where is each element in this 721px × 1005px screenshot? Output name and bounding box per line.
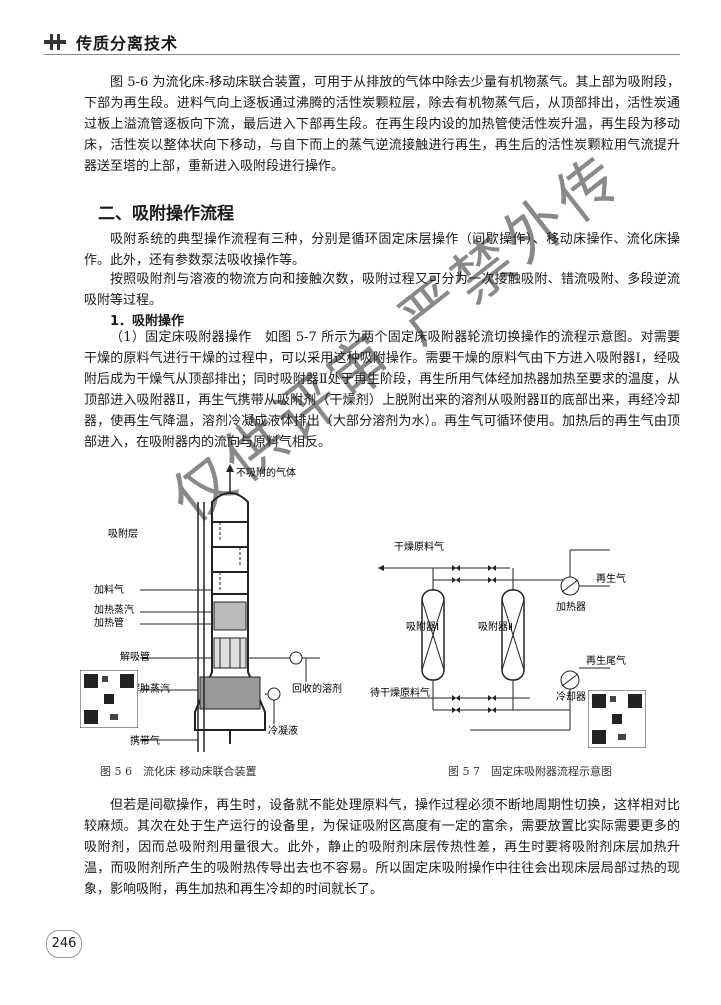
label-desorb-tube: 解吸管 (120, 650, 150, 663)
section-heading: 二、吸附操作流程 (98, 204, 234, 224)
label-desorb-steam: 解肿蒸汽 (130, 682, 170, 695)
figure-5-7-caption: 图 5 7 固定床吸附器流程示意图 (448, 765, 612, 778)
label-regen-gas: 再生气 (596, 572, 626, 585)
paragraph-contact-types: 按照吸附剂与溶液的物流方向和接触次数，吸附过程又可分为一次接触吸附、错流吸附、多… (84, 272, 680, 308)
figure-5-6-diagram: 不吸附的气体 吸附层 加料气 加热蒸汽 加热管 解吸管 解肿蒸汽 回收的溶剂 冷… (94, 464, 342, 752)
paragraph-fig56-desc: 图 5-6 为流化床-移动床联合装置，可用于从排放的气体中除去少量有机物蒸气。其… (84, 75, 680, 174)
running-header: 传质分离技术 (44, 30, 178, 54)
header-rule (44, 54, 680, 55)
label-top-outlet: 不吸附的气体 (236, 466, 296, 479)
label-feed-gas: 加料气 (94, 583, 124, 596)
label-condensate: 冷凝液 (268, 724, 298, 737)
header-logo-icon (44, 34, 66, 50)
label-heating-steam: 加热蒸汽 (94, 603, 134, 616)
label-regen-tail: 再生尾气 (586, 654, 626, 667)
label-adsorber-2: 吸附器Ⅱ (478, 620, 513, 633)
label-cooler: 冷却器 (556, 690, 586, 703)
label-dry-feed: 干燥原料气 (394, 540, 444, 553)
label-heating-tube: 加热管 (94, 616, 124, 629)
figure-5-6-caption: 图 5 6 流化床 移动床联合装置 (100, 765, 257, 778)
label-heater: 加热器 (556, 600, 586, 613)
paragraph-drawbacks: 但若是间歇操作，再生时，设备就不能处理原料气，操作过程必须不断地周期性切换，这样… (84, 798, 680, 897)
label-adsorber-1: 吸附器Ⅰ (406, 620, 439, 633)
figure-5-7-diagram: 干燥原料气 再生气 加热器 吸附器Ⅰ 吸附器Ⅱ 待干燥原料气 再生尾气 冷却器 (370, 540, 626, 731)
qr-code-right-icon (588, 690, 646, 748)
subsection-heading: 1．吸附操作 (110, 314, 185, 329)
label-carrier-gas: 携带气 (130, 734, 160, 747)
book-title: 传质分离技术 (76, 34, 179, 53)
label-wet-feed: 待干燥原料气 (370, 686, 430, 699)
label-adsorb-layer: 吸附层 (108, 527, 138, 540)
paragraph-flow-types: 吸附系统的典型操作流程有三种，分别是循环固定床层操作（间歇操作）、移动床操作、流… (84, 232, 680, 268)
paragraph-fixed-bed: （1）固定床吸附器操作 如图 5-7 所示为两个固定床吸附器轮流切换操作的流程示… (84, 330, 680, 450)
page-number: 246 (46, 930, 82, 958)
label-recovered-solvent: 回收的溶剂 (292, 682, 342, 695)
qr-code-left-icon (80, 670, 138, 728)
